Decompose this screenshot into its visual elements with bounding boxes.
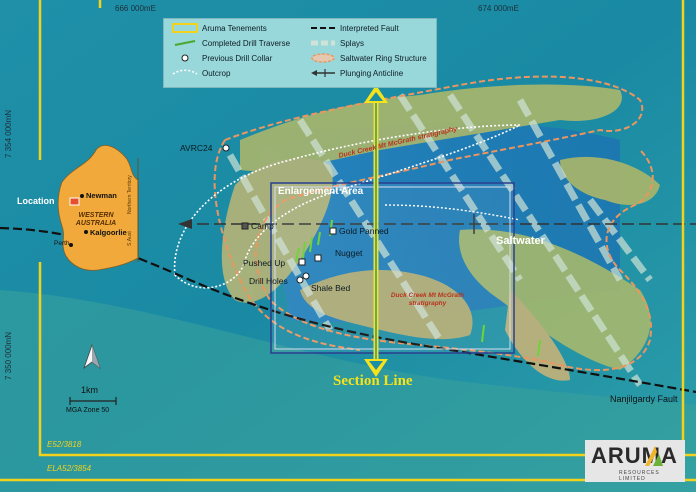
easting-left-label: 666 000mE [115,4,156,13]
camp-marker [241,222,249,230]
gold-panned-marker [329,227,337,235]
legend-label: Plunging Anticline [340,68,404,78]
legend-previous-drill-collar: Previous Drill Collar [172,53,272,63]
legend-outcrop: Outcrop [172,68,230,78]
nt-label: Northern Territory [127,175,133,214]
nugget-label: Nugget [335,248,363,258]
saltwater-ring-west [213,139,361,351]
shale-bed-label: Shale Bed [311,283,351,293]
northing-top-label: 7 354 000mN [4,109,13,158]
nugget-marker [314,254,322,262]
scale-bar-label: 1km [81,385,99,395]
gold-panned-label: Gold Panned [339,226,389,236]
lower-plain [0,290,696,492]
drill-traverse-symbol-icon [174,40,196,46]
pushed-up-marker [298,258,306,266]
logo-mark-icon [645,446,663,466]
scale-bar [69,397,117,405]
outcrop-line [173,124,521,289]
drill-holes-label: Drill Holes [249,276,288,286]
perth-label: Perth [54,240,70,247]
enlargement-area-label: Enlargement Area [278,186,364,197]
aruma-logo-subtitle: RESOURCES LIMITED [619,470,660,482]
drill-holes-collar [296,276,304,284]
ring-structure-symbol-icon [311,53,335,63]
map-legend: Aruma Tenements Interpreted Fault Comple… [163,18,437,88]
aruma-logo: ARUMA RESOURCES LIMITED [585,440,685,482]
western-australia-label: WESTERN AUSTRALIA [75,212,117,227]
legend-label: Previous Drill Collar [202,53,273,63]
legend-aruma-tenements: Aruma Tenements [172,23,267,33]
camp-label: Camp [251,221,274,231]
tenement-boundaries [0,0,696,482]
legend-label: Interpreted Fault [340,23,399,33]
north-arrow [83,343,101,370]
avrc24-label: AVRC24 [180,143,213,153]
avrc24-collar [222,144,230,152]
legend-splays: Splays [310,38,364,48]
northing-bottom-label: 7 350 000mN [4,331,13,380]
duck-creek-lower-label: Duck Creek Mt McGrath stratigraphy [390,292,465,307]
aruma-logo-text: ARUMA [591,443,678,468]
enlargement-area-box [270,182,515,354]
newman-label: Newman [86,191,117,200]
tenement-symbol-icon [172,23,198,33]
outcrop-symbol-icon [172,69,198,75]
mga-zone-label: MGA Zone 50 [66,407,110,414]
legend-plunging-anticline: Plunging Anticline [310,68,403,78]
kalgoorlie-label: Kalgoorlie [90,228,127,237]
legend-label: Completed Drill Traverse [202,38,291,48]
legend-label: Splays [340,38,365,48]
legend-completed-drill-traverse: Completed Drill Traverse [172,38,290,48]
section-line-label: Section Line [333,373,413,389]
legend-label: Outcrop [202,68,231,78]
sa-label: S.Aust [127,231,133,246]
pushed-up-label: Pushed Up [243,258,286,268]
legend-saltwater-ring-structure: Saltwater Ring Structure [310,53,427,63]
wa-inset-map [57,145,139,271]
anticline-symbol-icon [311,69,335,77]
drill-collar-symbol-icon [181,54,189,62]
ela52-tenement-label: ELA52/3854 [47,464,92,473]
e52-tenement-label: E52/3818 [47,440,82,449]
splay-symbol-icon [311,40,335,46]
saltwater-ring [224,75,654,371]
fault-symbol-icon [311,27,335,29]
easting-right-label: 674 000mE [478,4,519,13]
legend-label: Saltwater Ring Structure [340,53,427,63]
nanjilgardy-fault-label: Nanjilgardy Fault [610,394,678,404]
anticline-arrow [178,219,192,229]
saltwater-label: Saltwater [496,235,545,247]
location-label: Location [17,196,55,206]
splays [226,93,653,387]
legend-interpreted-fault: Interpreted Fault [310,23,399,33]
legend-label: Aruma Tenements [202,23,267,33]
section-line-arrow [364,85,388,377]
